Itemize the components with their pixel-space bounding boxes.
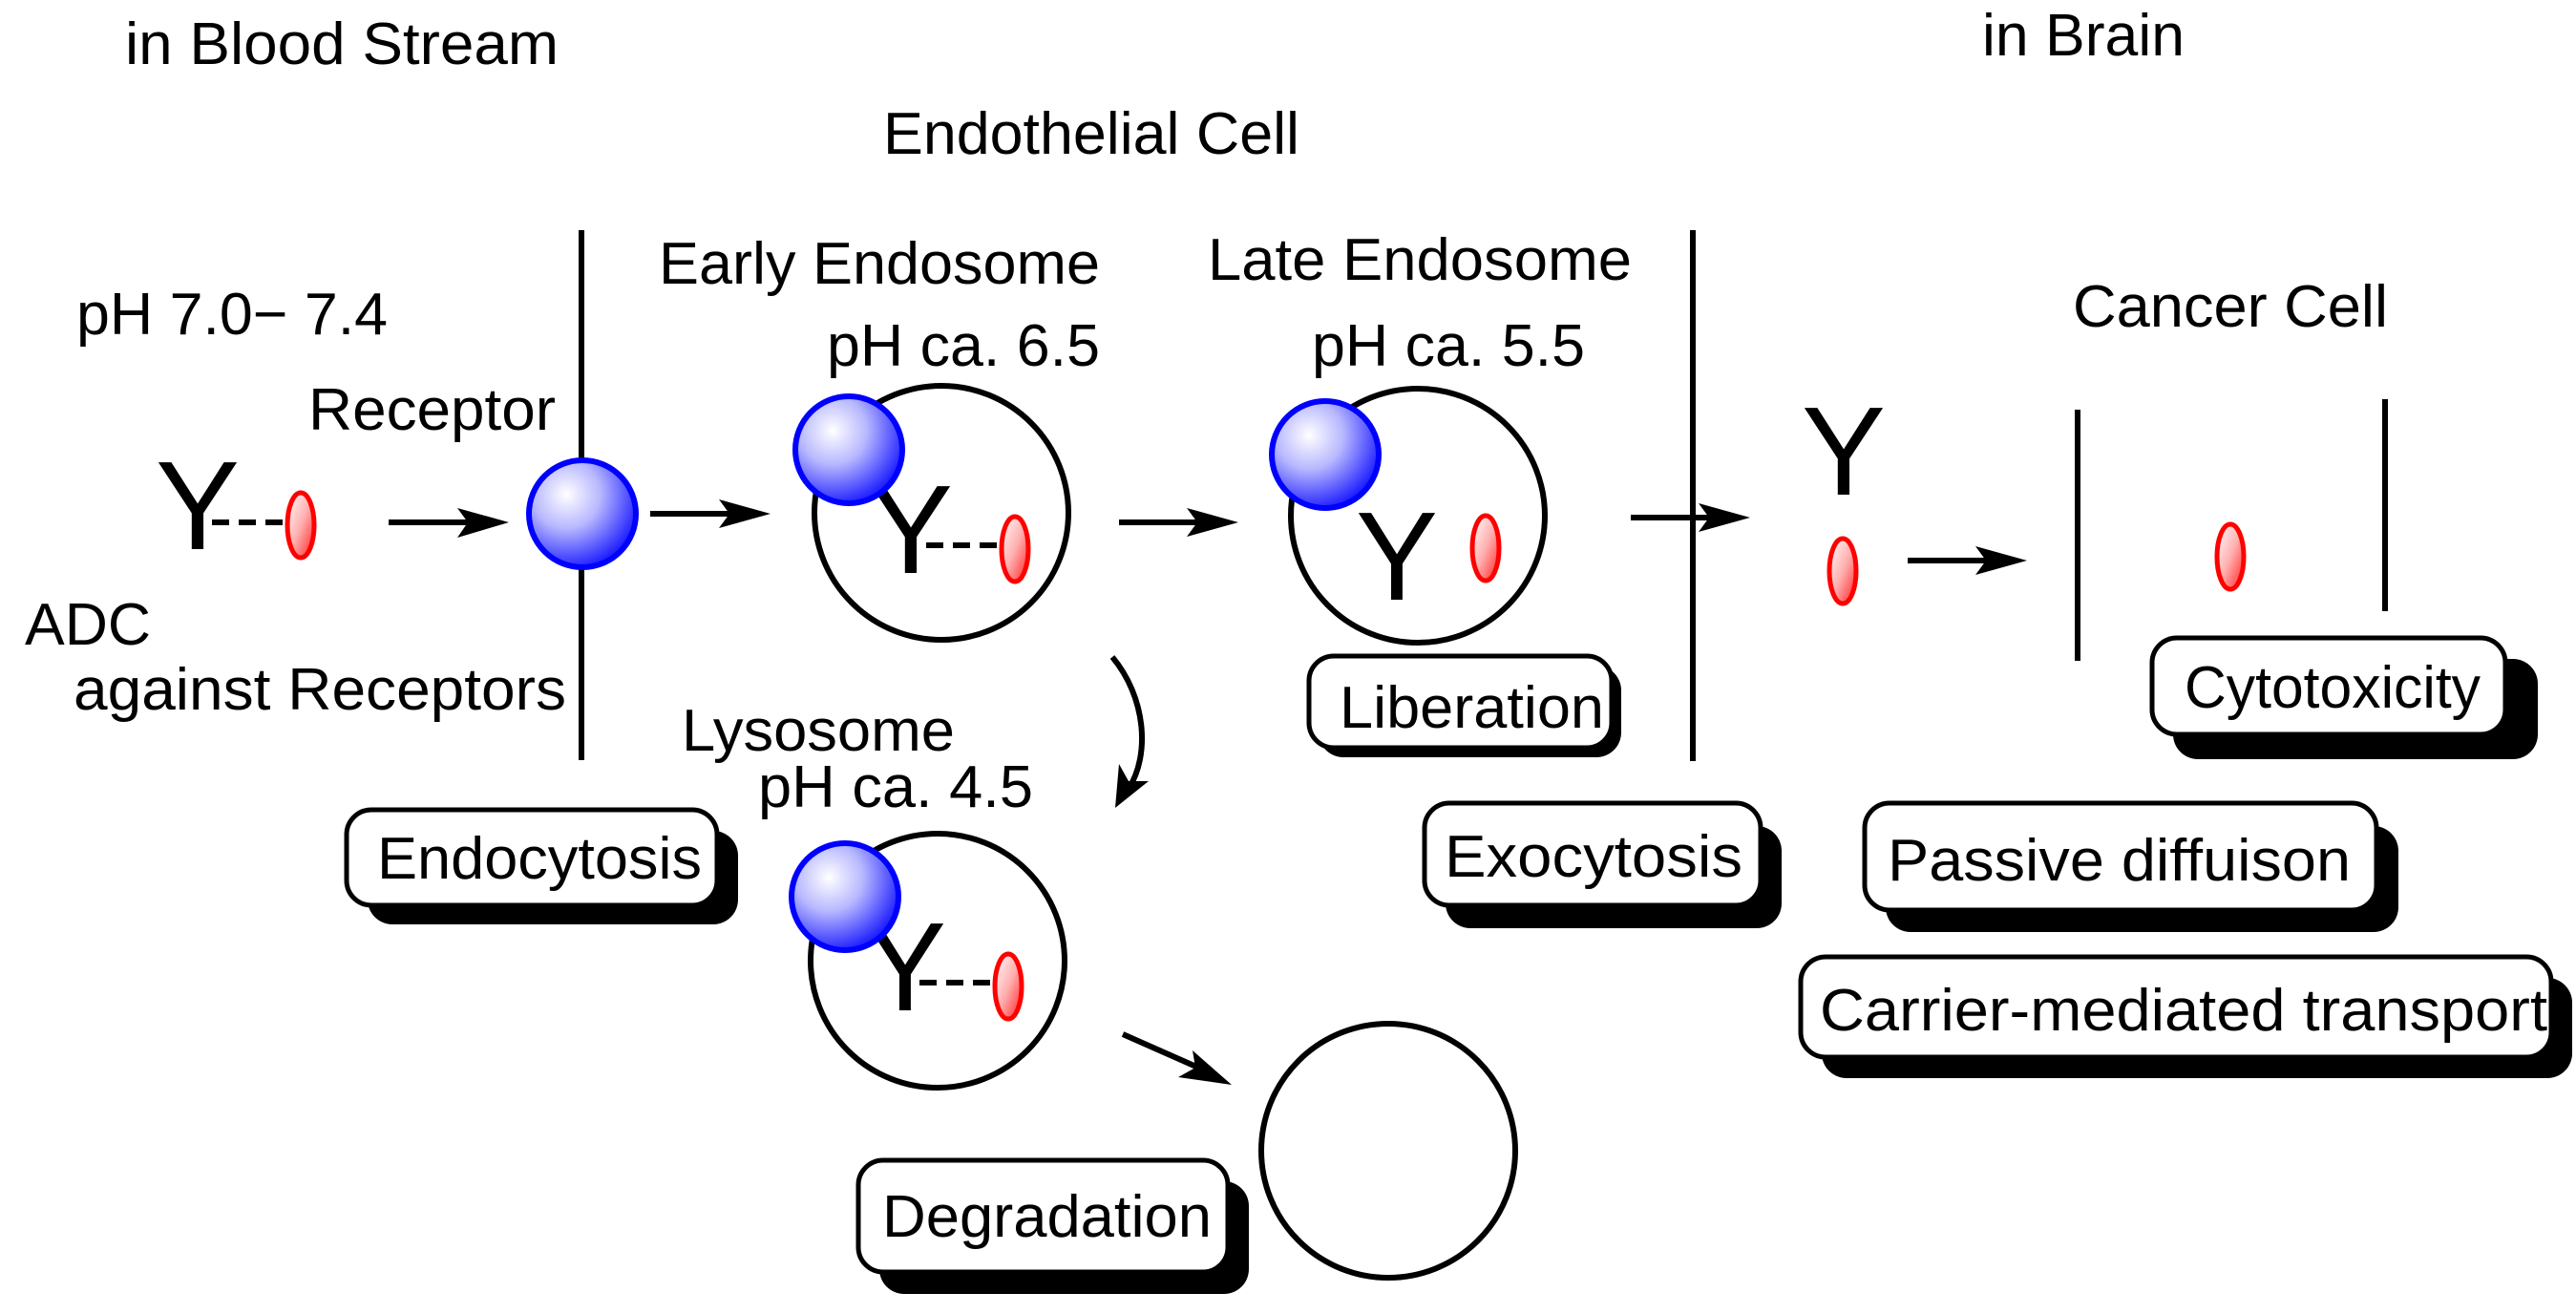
lysosome: Y xyxy=(789,831,1067,1091)
early-endosome-vesicle xyxy=(812,383,1071,643)
early-endosome: Y xyxy=(792,383,1071,643)
receptor-icon xyxy=(792,393,905,506)
arrow-to-early-endosome xyxy=(650,499,771,528)
early-endosome-ph: pH ca. 6.5 xyxy=(827,313,1100,379)
drug-payload-icon xyxy=(1469,513,1502,583)
receptor-icon xyxy=(526,457,639,570)
blood-ph-label: pH 7.0− 7.4 xyxy=(76,282,388,348)
antibody-icon: Y xyxy=(1802,381,1886,521)
region-label-blood-stream: in Blood Stream xyxy=(125,11,559,77)
arrow-to-lysosome xyxy=(1109,655,1149,808)
early-endosome-label: Early Endosome xyxy=(659,231,1100,297)
late-endosome-label: Late Endosome xyxy=(1208,227,1632,293)
released-antibody: Y xyxy=(1802,381,1886,521)
exocytosis-label-box: Exocytosis xyxy=(1422,800,1782,928)
region-label-endothelial-cell: Endothelial Cell xyxy=(883,101,1299,167)
adc-target-label: against Receptors xyxy=(74,657,566,723)
endocytosis-label: Endocytosis xyxy=(377,826,702,892)
receptor-icon xyxy=(1269,398,1382,511)
late-endosome: Y xyxy=(1269,386,1548,646)
receptor-label: Receptor xyxy=(308,377,556,443)
liberation-label-box: Liberation xyxy=(1306,653,1621,757)
arrow-to-late-endosome xyxy=(1119,508,1238,537)
lysosome-vesicle xyxy=(808,831,1067,1091)
arrow-to-degradation xyxy=(1121,1031,1232,1085)
late-endosome-ph: pH ca. 5.5 xyxy=(1312,313,1585,379)
antibody-icon: Y xyxy=(1356,486,1438,626)
cytotoxicity-label: Cytotoxicity xyxy=(2185,655,2481,721)
degradation-label: Degradation xyxy=(882,1184,1212,1250)
arrow-drug-uptake xyxy=(1908,546,2027,575)
cytotoxicity-label-box: Cytotoxicity xyxy=(2149,635,2538,759)
degradation-label-box: Degradation xyxy=(855,1157,1249,1294)
arrow-binding xyxy=(389,508,509,538)
lysosome-label: Lysosome xyxy=(682,698,955,764)
receptor-icon xyxy=(789,840,901,953)
intracellular-drug-icon xyxy=(2214,521,2247,592)
carrier-mediated-label: Carrier-mediated transport xyxy=(1820,978,2547,1044)
lysosome-ph: pH ca. 4.5 xyxy=(758,754,1033,820)
adc-label: ADC xyxy=(25,592,151,658)
drug-payload-icon xyxy=(285,490,317,561)
liberation-label: Liberation xyxy=(1340,675,1604,741)
released-drug-icon xyxy=(1826,536,1859,606)
exocytosis-label: Exocytosis xyxy=(1445,824,1742,890)
drug-payload-icon xyxy=(992,951,1024,1022)
antibody-icon: Y xyxy=(156,435,240,576)
carrier-mediated-label-box: Carrier-mediated transport xyxy=(1798,954,2572,1078)
cancer-cell-label: Cancer Cell xyxy=(2073,274,2388,340)
passive-diffusion-label: Passive diffuison xyxy=(1888,828,2351,894)
drug-payload-icon xyxy=(999,514,1031,584)
degraded-vesicle xyxy=(1258,1021,1518,1281)
endocytosis-label-box: Endocytosis xyxy=(344,807,738,924)
region-label-brain: in Brain xyxy=(1982,3,2185,69)
late-endosome-vesicle xyxy=(1288,386,1548,646)
passive-diffusion-label-box: Passive diffuison xyxy=(1862,800,2398,932)
adc-conjugate: Y xyxy=(156,435,317,576)
arrow-exocytosis xyxy=(1631,503,1750,532)
